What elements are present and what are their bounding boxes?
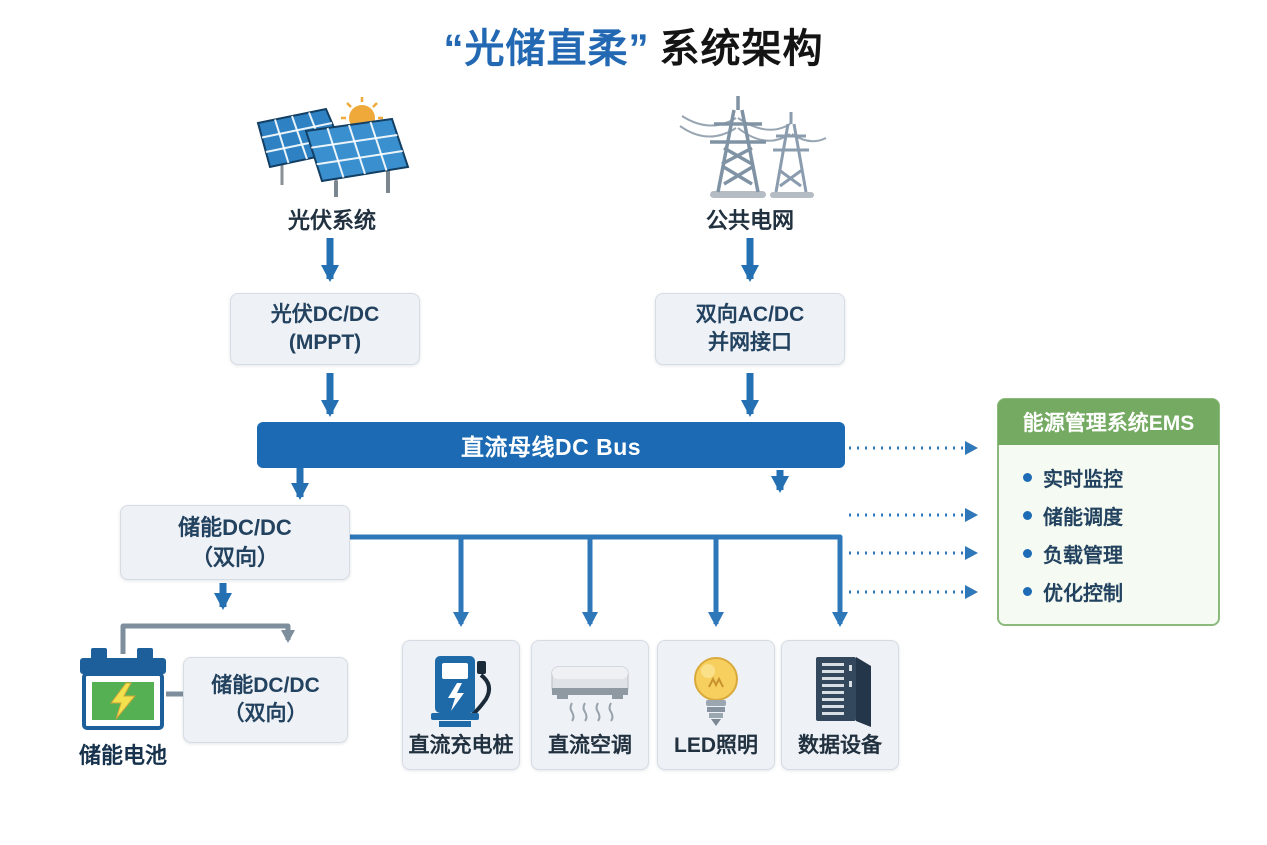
ems-item: 负载管理 — [1023, 534, 1218, 572]
bullet-dot-icon — [1023, 586, 1032, 596]
ems-item-label: 实时监控 — [1043, 468, 1123, 491]
ems-dotted-arrows — [849, 441, 978, 599]
ems-panel: 能源管理系统EMS 实时监控 储能调度 负载管理 优化控制 — [997, 398, 1220, 626]
server-icon — [816, 657, 871, 727]
ems-item-label: 优化控制 — [1043, 582, 1123, 605]
pv-dcdc-line2: (MPPT) — [288, 331, 362, 354]
page-title: “光储直柔”系统架构 — [0, 16, 1267, 74]
grid-acdc-node: 双向AC/DC 并网接口 — [655, 293, 845, 365]
dc-bus-bar: 直流母线DC Bus — [257, 422, 845, 468]
storage-dcdc-node: 储能DC/DC （双向） — [120, 505, 350, 580]
storage-dcdc-line1: 储能DC/DC — [178, 514, 292, 540]
load-branch — [350, 534, 848, 627]
ems-title: 能源管理系统EMS — [1022, 412, 1195, 435]
load-dc-air-conditioner: 直流空调 — [531, 640, 649, 770]
grid-acdc-line1: 双向AC/DC — [695, 302, 805, 326]
load-label: LED照明 — [674, 734, 758, 757]
storage-dcdc-line2: （双向） — [190, 544, 279, 570]
pv-dcdc-node: 光伏DC/DC (MPPT) — [230, 293, 420, 365]
ems-item: 储能调度 — [1023, 496, 1218, 534]
public-grid-label: 公共电网 — [705, 208, 794, 233]
load-label: 数据设备 — [798, 734, 882, 757]
ems-item: 优化控制 — [1023, 572, 1218, 610]
air-conditioner-icon — [551, 666, 629, 722]
battery-connector — [120, 623, 295, 697]
ems-item-label: 储能调度 — [1043, 506, 1123, 529]
battery-branch-line — [120, 623, 295, 654]
pv-dcdc-line1: 光伏DC/DC — [270, 302, 380, 326]
load-label: 直流空调 — [548, 734, 632, 757]
solar-panel-icon — [256, 97, 410, 197]
bullet-dot-icon — [1023, 472, 1032, 482]
power-towers-icon — [679, 96, 827, 198]
ems-item-list: 实时监控 储能调度 负载管理 优化控制 — [999, 445, 1218, 610]
light-bulb-icon — [694, 657, 738, 726]
battery-label: 储能电池 — [78, 743, 167, 768]
branch-main-line — [350, 534, 848, 627]
storage-dcdc2-line2: （双向） — [223, 702, 308, 725]
ems-item: 实时监控 — [1023, 458, 1218, 496]
feed-arrows — [214, 238, 789, 610]
storage-dcdc-node-2: 储能DC/DC （双向） — [183, 657, 348, 743]
pv-system-label: 光伏系统 — [287, 208, 376, 233]
dc-bus-label: 直流母线DC Bus — [460, 434, 642, 460]
load-dc-charger: 直流充电桩 — [402, 640, 520, 770]
ev-charger-icon — [431, 656, 492, 727]
ems-item-label: 负载管理 — [1043, 544, 1123, 567]
load-led-lighting: LED照明 — [657, 640, 775, 770]
battery-icon — [80, 648, 166, 730]
bullet-dot-icon — [1023, 510, 1032, 520]
ems-header: 能源管理系统EMS — [998, 399, 1219, 445]
storage-dcdc2-line1: 储能DC/DC — [211, 673, 320, 697]
bullet-dot-icon — [1023, 548, 1032, 558]
load-label: 直流充电桩 — [408, 734, 514, 757]
title-rest: 系统架构 — [659, 27, 824, 71]
load-data-equipment: 数据设备 — [781, 640, 899, 770]
title-highlight: “光储直柔” — [443, 27, 650, 71]
grid-acdc-line2: 并网接口 — [708, 331, 792, 354]
